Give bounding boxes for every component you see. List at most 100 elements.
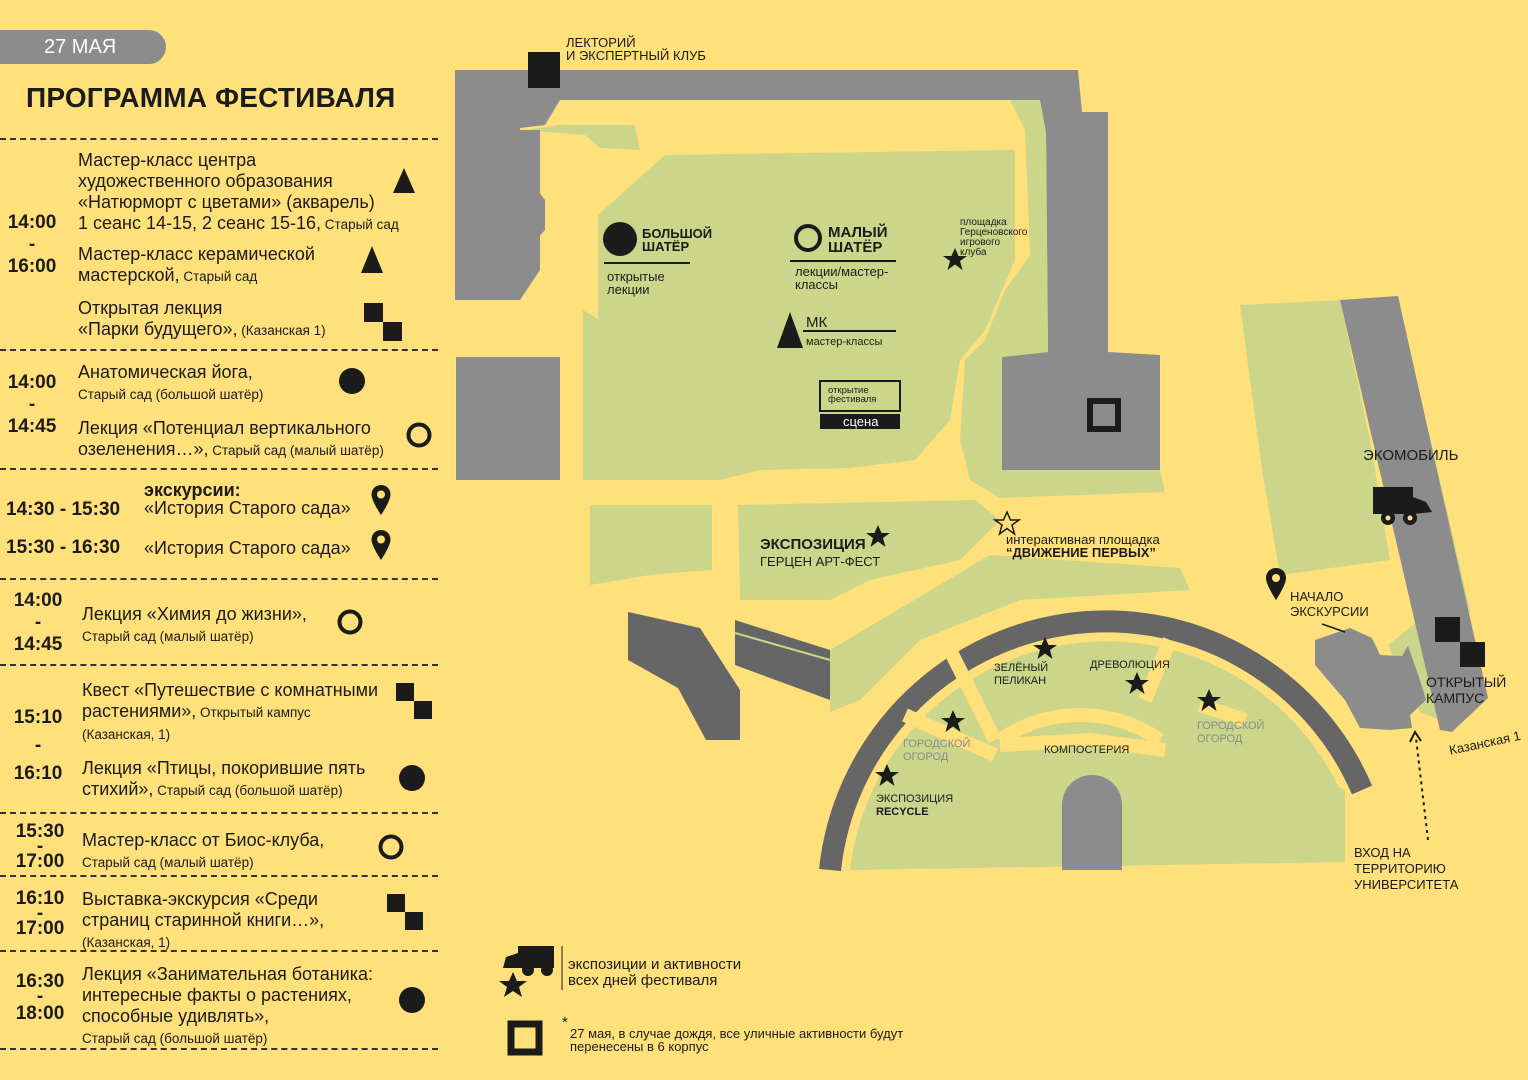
stage-label: сцена	[843, 414, 879, 429]
event-birds-lecture[interactable]: Лекция «Птицы, покорившие пять стихий», …	[82, 758, 366, 799]
location-pin-icon	[371, 530, 391, 560]
campus-checker-icon	[364, 303, 402, 341]
rain-note: 27 мая, в случае дождя, все уличные акти…	[570, 1026, 904, 1054]
time-range: 15:10-16:10	[13, 707, 63, 784]
small-tent-ring-icon	[406, 422, 432, 448]
big-tent-circle-icon	[399, 987, 425, 1013]
campus-checker-icon	[387, 894, 423, 930]
expo-star-icon	[866, 525, 890, 547]
drevolution-star-icon	[1125, 672, 1149, 694]
herzen-club-star-icon	[943, 248, 967, 270]
lectory-building-icon	[528, 52, 560, 88]
time-range: 15:30-17:00	[15, 821, 65, 872]
building-west	[456, 357, 560, 480]
pelican-star-icon	[1033, 637, 1057, 659]
excursions-heading: экскурсии:	[144, 480, 241, 500]
legend-star-icon	[499, 972, 527, 997]
divider	[0, 812, 438, 814]
event-botany-lecture[interactable]: Лекция «Занимательная ботаника:интересны…	[82, 964, 373, 1046]
event-anatomic-yoga[interactable]: Анатомическая йога,Старый сад (большой ш…	[78, 362, 264, 402]
masterclass-triangle-icon	[393, 168, 415, 193]
divider	[0, 1048, 438, 1050]
legend-building-6-icon	[507, 1020, 543, 1056]
ecomobile-label: ЭКОМОБИЛЬ	[1363, 447, 1459, 464]
garden-west-top	[455, 130, 540, 300]
small-tent-sublabel: лекции/мастер-классы	[795, 264, 889, 292]
recycle-star-icon	[875, 764, 899, 786]
drevolution-label: ДРЕВОЛЮЦИЯ	[1090, 659, 1170, 671]
time-range: 14:30 - 15:30	[6, 499, 121, 520]
small-tent-ring-icon	[378, 834, 404, 860]
divider	[0, 138, 438, 140]
divider	[0, 950, 438, 952]
garden-east	[1240, 300, 1390, 575]
small-tent-ring-icon	[337, 609, 363, 635]
campus-checker-icon	[396, 683, 432, 719]
building-southwest	[628, 612, 740, 740]
event-vertical-greening-lecture[interactable]: Лекция «Потенциал вертикального озеленен…	[78, 418, 384, 459]
big-tent-circle-icon	[399, 765, 425, 791]
time-range: 15:30 - 16:30	[6, 537, 121, 558]
event-bios-club-masterclass[interactable]: Мастер-класс от Биос-клуба,Старый сад (м…	[82, 830, 325, 870]
big-tent-icon	[603, 222, 637, 256]
interactive-star-icon	[992, 510, 1022, 536]
small-tent-icon	[794, 224, 822, 252]
garden-expo	[738, 500, 1000, 600]
campus-building	[1315, 628, 1426, 730]
masterclass-triangle-icon	[777, 312, 803, 348]
garden-north	[485, 100, 1165, 498]
stage-icon	[819, 380, 901, 412]
interactive-area-label: интерактивная площадка“ДВИЖЕНИЕ ПЕРВЫХ”	[1006, 532, 1160, 560]
masterclass-label: МК	[806, 314, 828, 331]
composting-label: КОМПОСТЕРИЯ	[1044, 744, 1130, 756]
divider	[0, 349, 438, 351]
amphitheatre-ring	[819, 610, 1373, 872]
event-chemistry-lecture[interactable]: Лекция «Химия до жизни»,Старый сад (малы…	[82, 604, 307, 644]
divider	[0, 578, 438, 580]
garden-star-icon	[941, 710, 965, 732]
time-range: 14:00-14:45	[13, 590, 63, 655]
divider	[0, 468, 438, 470]
footnote-star: *	[562, 1014, 568, 1031]
expo-label: ЭКСПОЗИЦИЯ	[760, 536, 866, 553]
time-range: 16:10-17:00	[15, 888, 65, 939]
divider	[0, 664, 438, 666]
building-6-icon	[1087, 398, 1121, 432]
entrance-arrow	[1415, 737, 1429, 841]
composting-dome	[1062, 775, 1122, 870]
masterclass-sublabel: мастер-классы	[806, 336, 883, 348]
event-garden-history-tour[interactable]: «История Старого сада»	[144, 498, 351, 518]
divider	[0, 875, 438, 877]
event-houseplants-quest[interactable]: Квест «Путешествие с комнатными растения…	[82, 680, 378, 742]
time-range: 14:00-14:45	[7, 372, 57, 437]
garden-star-icon	[1197, 689, 1221, 711]
tour-start-pin-icon	[1266, 568, 1286, 600]
ecomobile-truck-icon	[1373, 487, 1432, 525]
big-tent-circle-icon	[339, 368, 365, 394]
event-ceramics-masterclass[interactable]: Мастер-класс керамической мастерской, Ст…	[78, 244, 315, 285]
time-range: 14:00-16:00	[7, 212, 57, 277]
location-pin-icon	[371, 485, 391, 515]
masterclass-triangle-icon	[361, 246, 383, 273]
expo-sublabel: ГЕРЦЕН АРТ-ФЕСТ	[760, 554, 881, 569]
legend-truck-icon	[503, 946, 554, 976]
event-parks-lecture[interactable]: Открытая лекция «Парки будущего», (Казан…	[78, 298, 326, 339]
event-garden-history-tour[interactable]: «История Старого сада»	[144, 538, 351, 558]
time-range: 16:30-18:00	[15, 971, 65, 1024]
